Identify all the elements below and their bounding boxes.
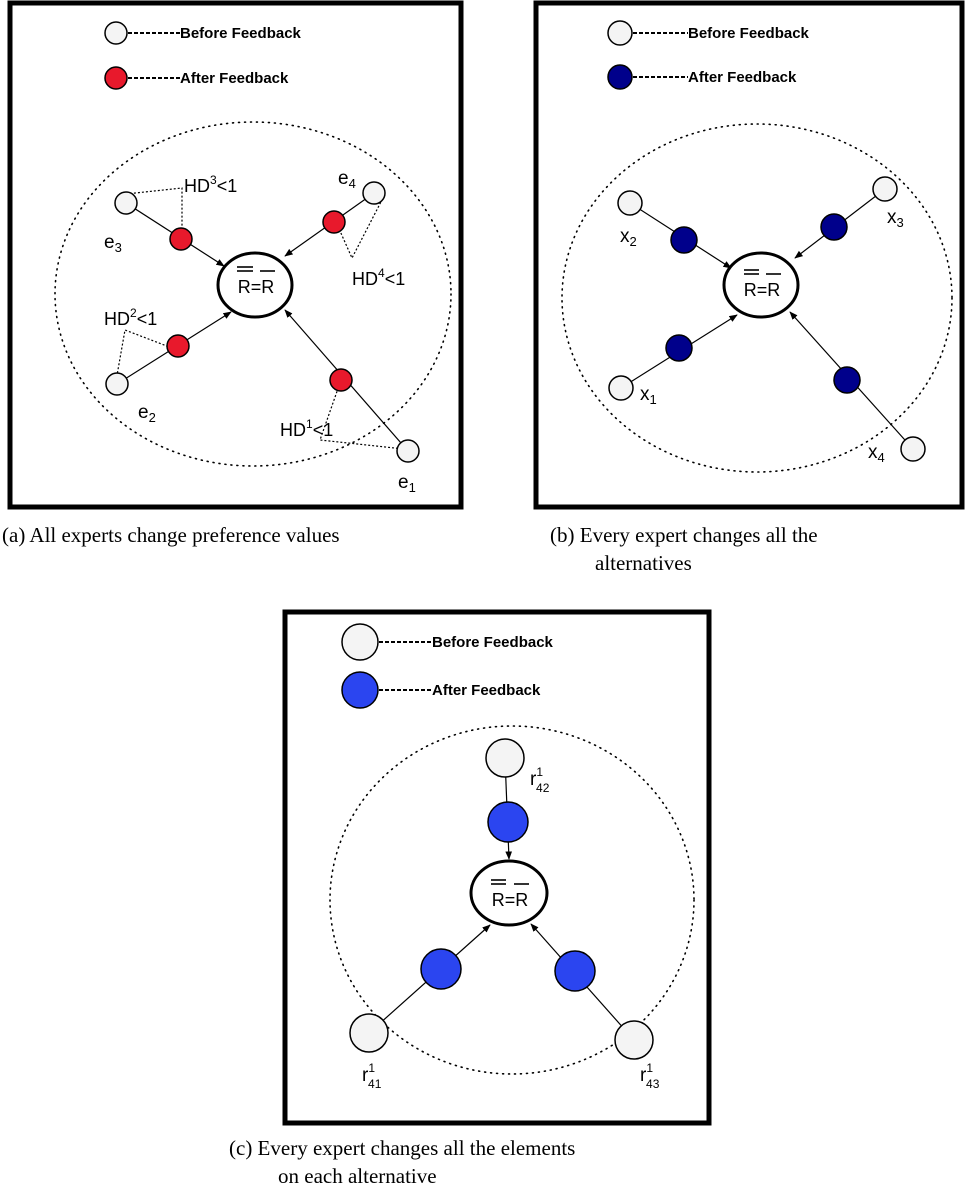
label-x1: x1 bbox=[640, 384, 657, 407]
hd1-label: HD1<1 bbox=[280, 417, 333, 440]
panel-c-frame bbox=[282, 609, 712, 1126]
hd1-triangle bbox=[319, 379, 405, 450]
panel-a-frame bbox=[7, 0, 464, 510]
label-e3: e3 bbox=[104, 232, 122, 255]
center-label: R=R bbox=[492, 890, 529, 910]
panel-b-frame bbox=[533, 0, 965, 510]
node-x3-before bbox=[872, 176, 898, 202]
node-r42-after bbox=[487, 801, 529, 843]
label-x2: x2 bbox=[620, 226, 637, 249]
center-label: R=R bbox=[238, 277, 275, 297]
hd3-label: HD3<1 bbox=[184, 173, 237, 196]
node-r42-before bbox=[485, 738, 525, 778]
node-x2-before bbox=[617, 190, 643, 216]
node-e3-before bbox=[114, 191, 138, 215]
hd3-triangle bbox=[125, 187, 183, 227]
node-x1-before bbox=[608, 375, 634, 401]
node-x3-after bbox=[820, 213, 848, 241]
center-consensus-node bbox=[216, 251, 294, 319]
legend-after-node bbox=[341, 671, 379, 709]
caption-a: (a) All experts change preference values bbox=[2, 523, 340, 547]
node-e1-after bbox=[329, 368, 353, 392]
caption-c-line2: on each alternative bbox=[278, 1164, 437, 1188]
node-x4-before bbox=[900, 436, 926, 462]
label-e4: e4 bbox=[338, 168, 356, 191]
node-e2-after bbox=[166, 334, 190, 358]
label-e2: e2 bbox=[138, 402, 156, 425]
node-x1-after bbox=[665, 334, 693, 362]
node-r41-after bbox=[420, 948, 462, 990]
legend-before-label: Before Feedback bbox=[432, 634, 554, 651]
consensus-boundary bbox=[561, 123, 953, 473]
panel-a: Before Feedback After Feedback R=R bbox=[7, 0, 464, 510]
hd4-label: HD4<1 bbox=[352, 266, 405, 289]
node-e2-before bbox=[105, 372, 129, 396]
legend-before-node bbox=[341, 623, 379, 661]
node-r41-before bbox=[349, 1013, 389, 1053]
legend-after-label: After Feedback bbox=[432, 682, 541, 699]
hd2-label: HD2<1 bbox=[104, 306, 157, 329]
hd4-triangle bbox=[335, 195, 385, 260]
legend-after-label: After Feedback bbox=[180, 70, 289, 87]
legend-before-node bbox=[104, 21, 128, 45]
center-consensus-node bbox=[469, 859, 549, 927]
node-e4-after bbox=[322, 210, 346, 234]
legend-before-label: Before Feedback bbox=[180, 25, 302, 42]
node-x2-after bbox=[670, 226, 698, 254]
hd2-triangle bbox=[115, 329, 173, 382]
label-e1: e1 bbox=[398, 472, 416, 495]
panel-b: Before Feedback After Feedback R=R x2 x3… bbox=[533, 0, 965, 510]
caption-b-line2: alternatives bbox=[595, 551, 692, 575]
center-label: R=R bbox=[744, 280, 781, 300]
legend-after-node bbox=[104, 66, 128, 90]
legend-before-label: Before Feedback bbox=[688, 25, 810, 42]
node-e3-after bbox=[169, 227, 193, 251]
label-x3: x3 bbox=[887, 207, 904, 230]
legend-after-node bbox=[607, 64, 633, 90]
node-x4-after bbox=[833, 366, 861, 394]
node-e1-before bbox=[396, 439, 420, 463]
consensus-boundary bbox=[329, 725, 695, 1075]
center-consensus-node bbox=[722, 251, 800, 319]
caption-c-line1: (c) Every expert changes all the element… bbox=[229, 1136, 575, 1160]
node-e4-before bbox=[362, 181, 386, 205]
legend-before-node bbox=[607, 20, 633, 46]
caption-b-line1: (b) Every expert changes all the bbox=[550, 523, 818, 547]
consensus-boundary bbox=[54, 121, 452, 467]
node-r43-after bbox=[554, 950, 596, 992]
legend-after-label: After Feedback bbox=[688, 69, 797, 86]
node-r43-before bbox=[614, 1020, 654, 1060]
label-x4: x4 bbox=[868, 442, 885, 465]
